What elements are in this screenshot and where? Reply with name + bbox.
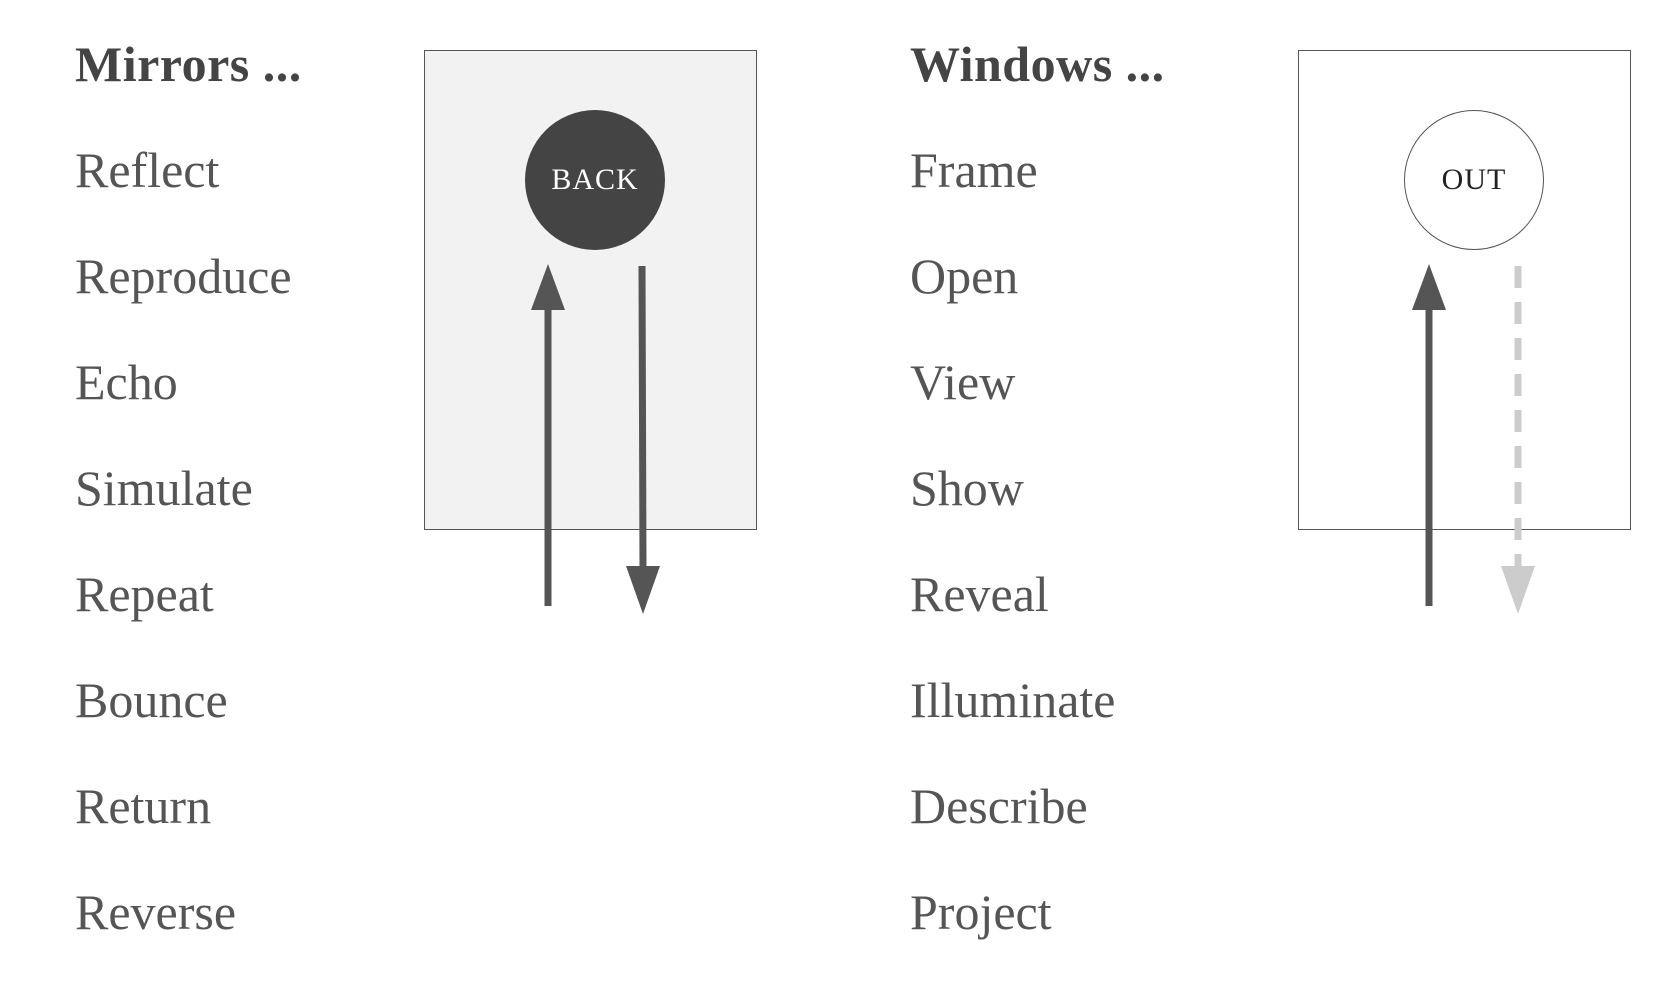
mirrors-heading: Mirrors ... <box>75 36 302 92</box>
windows-word: Illuminate <box>910 672 1116 728</box>
mirror-down-arrowhead <box>626 566 660 614</box>
mirrors-word: Reverse <box>75 884 237 940</box>
mirrors-word: Reflect <box>75 142 220 198</box>
windows-word: Project <box>910 884 1052 940</box>
mirrors-word: Reproduce <box>75 248 292 304</box>
windows-word: Reveal <box>910 566 1049 622</box>
windows-word-list: Windows ... Frame Open View Show Reveal … <box>910 36 1165 990</box>
windows-heading: Windows ... <box>910 36 1165 92</box>
mirrors-word: Echo <box>75 354 178 410</box>
out-circle: OUT <box>1404 110 1544 250</box>
mirrors-word: Simulate <box>75 460 253 516</box>
back-circle: BACK <box>525 110 665 250</box>
window-down-dashed-arrowhead <box>1501 566 1535 614</box>
mirrors-word: Bounce <box>75 672 228 728</box>
mirrors-word: Return <box>75 778 212 834</box>
mirrors-word-list: Mirrors ... Reflect Reproduce Echo Simul… <box>75 36 302 990</box>
mirrors-word: Repeat <box>75 566 214 622</box>
windows-word: Show <box>910 460 1024 516</box>
windows-word: Describe <box>910 778 1088 834</box>
windows-word: Open <box>910 248 1019 304</box>
windows-word: Frame <box>910 142 1038 198</box>
windows-word: View <box>910 354 1016 410</box>
